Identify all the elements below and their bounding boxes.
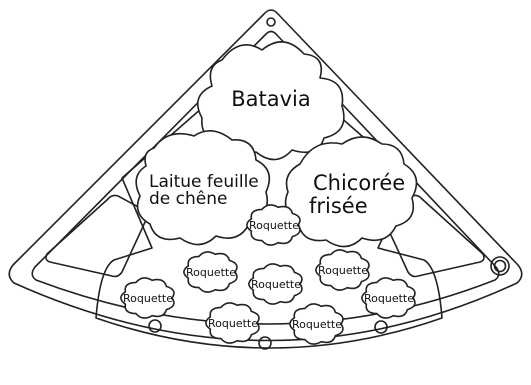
roquette-plant <box>289 303 344 345</box>
roquette-plant <box>315 249 370 291</box>
laitue-plant <box>135 130 271 246</box>
roquette-plant <box>183 251 238 293</box>
roquette-label: Roquette <box>123 292 173 305</box>
drain-hole <box>148 319 162 333</box>
planter-inner-outline <box>31 30 500 325</box>
roquette-plant <box>120 277 175 319</box>
planter-outer-outline <box>8 9 523 342</box>
roquette-label: Roquette <box>318 264 368 277</box>
roquette-label: Roquette <box>364 292 414 305</box>
roquette-plant <box>205 302 260 344</box>
roquette-group: RoquetteRoquetteRoquetteRoquetteRoquette… <box>120 204 416 345</box>
chicoree-label-line2: frisée <box>309 194 368 218</box>
laitue-label-line2: de chêne <box>149 189 227 209</box>
chicoree-label-line1: Chicorée <box>313 171 405 195</box>
drain-hole <box>374 320 388 334</box>
roquette-label: Roquette <box>186 266 236 279</box>
right-reservoir <box>381 194 485 278</box>
roquette-plant <box>248 263 303 305</box>
roquette-label: Roquette <box>292 318 342 331</box>
drain-hole <box>258 336 272 350</box>
roquette-plant <box>246 204 301 246</box>
batavia-label: Batavia <box>231 87 311 111</box>
roquette-label: Roquette <box>208 317 258 330</box>
side-ring-outer <box>490 256 510 276</box>
roquette-plant <box>361 277 416 319</box>
laitue-label-line1: Laitue feuille <box>149 172 259 192</box>
left-reservoir <box>45 194 149 278</box>
roquette-label: Roquette <box>249 219 299 232</box>
side-ring-inner <box>493 259 507 273</box>
roquette-label: Roquette <box>251 278 301 291</box>
top-hole <box>266 17 276 27</box>
